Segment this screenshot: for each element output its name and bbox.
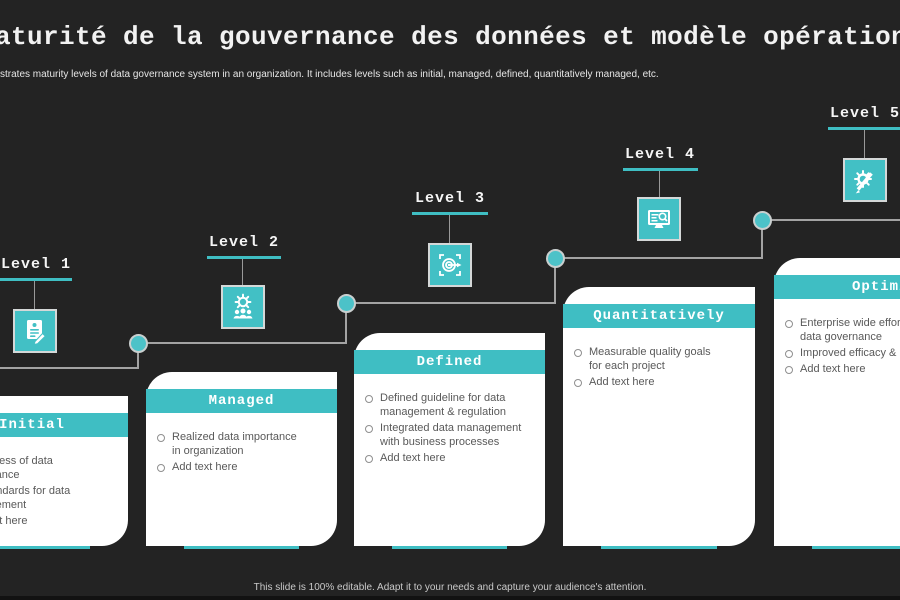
card-managed-accent	[184, 546, 299, 549]
level-2-label: Level 2	[208, 234, 279, 251]
level-1-drop-line	[34, 281, 35, 309]
bullet-marker	[574, 349, 582, 357]
level-3-label: Level 3	[414, 190, 485, 207]
card-managed: Managed Realized data importance in orga…	[146, 372, 337, 546]
level-4-underline	[623, 168, 698, 171]
level-4-label: Level 4	[624, 146, 695, 163]
gear-pencil-icon	[843, 158, 887, 202]
bullet-marker	[365, 395, 373, 403]
card-initial: Initial Awareness of data governance Set…	[0, 396, 128, 546]
card-optimizing-title: Optimizing	[774, 275, 900, 299]
bottom-bar	[0, 596, 900, 600]
bullet-text: Enterprise wide efforts for data governa…	[800, 317, 900, 343]
connector-line	[761, 220, 763, 259]
bullet-marker	[157, 434, 165, 442]
level-2-drop-line	[242, 259, 243, 285]
card-initial-title: Initial	[0, 413, 128, 437]
connector-line	[554, 258, 556, 304]
connector-node	[129, 334, 148, 353]
connector-node	[546, 249, 565, 268]
level-2-underline	[207, 256, 281, 259]
bullet-marker	[785, 350, 793, 358]
level-5-drop-line	[864, 130, 865, 158]
page-subtitle: strates maturity levels of data governan…	[0, 69, 659, 80]
bullet-marker	[365, 425, 373, 433]
page-title: aturité de la gouvernance des données et…	[0, 22, 900, 52]
connector-node	[337, 294, 356, 313]
card-defined-title: Defined	[354, 350, 545, 374]
connector-line	[0, 367, 139, 369]
contract-document-icon	[13, 309, 57, 353]
footer-note: This slide is 100% editable. Adapt it to…	[253, 582, 647, 593]
card-quantitatively-accent	[601, 546, 717, 549]
bullet-text: Improved efficacy & performance	[800, 347, 900, 359]
card-quantitatively-body: Measurable quality goals for each projec…	[574, 345, 750, 391]
bullet-marker	[157, 464, 165, 472]
bullet-text: Add text here	[0, 515, 28, 527]
monitor-analysis-icon	[637, 197, 681, 241]
connector-line	[345, 303, 347, 344]
target-arrow-icon	[428, 243, 472, 287]
bullet-text: Integrated data management with business…	[380, 422, 522, 448]
bullet-text: Measurable quality goals for each projec…	[589, 346, 711, 372]
bullet-text: Awareness of data governance	[0, 455, 53, 481]
bullet-marker	[785, 366, 793, 374]
card-defined: Defined Defined guideline for data manag…	[354, 333, 545, 546]
connector-line	[138, 342, 347, 344]
level-1-label: Level 1	[0, 256, 71, 273]
card-optimizing-body: Enterprise wide efforts for data governa…	[785, 316, 900, 378]
bullet-text: Realized data importance in organization	[172, 431, 297, 457]
bullet-text: Add text here	[800, 363, 866, 375]
bullet-marker	[365, 455, 373, 463]
connector-line	[762, 219, 900, 221]
connector-node	[753, 211, 772, 230]
team-management-icon	[221, 285, 265, 329]
bullet-text: Set standards for data management	[0, 485, 71, 511]
card-initial-body: Awareness of data governance Set standar…	[0, 454, 123, 530]
bullet-text: Add text here	[380, 452, 446, 464]
card-defined-accent	[392, 546, 507, 549]
level-4-drop-line	[659, 171, 660, 197]
card-managed-body: Realized data importance in organization…	[157, 430, 332, 476]
bullet-marker	[785, 320, 793, 328]
level-1-underline	[0, 278, 72, 281]
bullet-text: Add text here	[172, 461, 238, 473]
connector-line	[137, 343, 139, 369]
level-3-underline	[412, 212, 488, 215]
card-defined-body: Defined guideline for data management & …	[365, 391, 540, 467]
connector-line	[346, 302, 556, 304]
card-initial-accent	[0, 546, 90, 549]
connector-line	[555, 257, 763, 259]
card-managed-title: Managed	[146, 389, 337, 413]
level-5-underline	[828, 127, 900, 130]
bullet-text: Defined guideline for data management & …	[380, 392, 506, 418]
card-quantitatively-title: Quantitatively	[563, 304, 755, 328]
card-quantitatively: Quantitatively Measurable quality goals …	[563, 287, 755, 546]
level-5-label: Level 5	[829, 105, 900, 122]
bullet-text: Add text here	[589, 376, 655, 388]
level-3-drop-line	[449, 215, 450, 243]
card-optimizing: Optimizing Enterprise wide efforts for d…	[774, 258, 900, 546]
card-optimizing-accent	[812, 546, 900, 549]
bullet-marker	[574, 379, 582, 387]
